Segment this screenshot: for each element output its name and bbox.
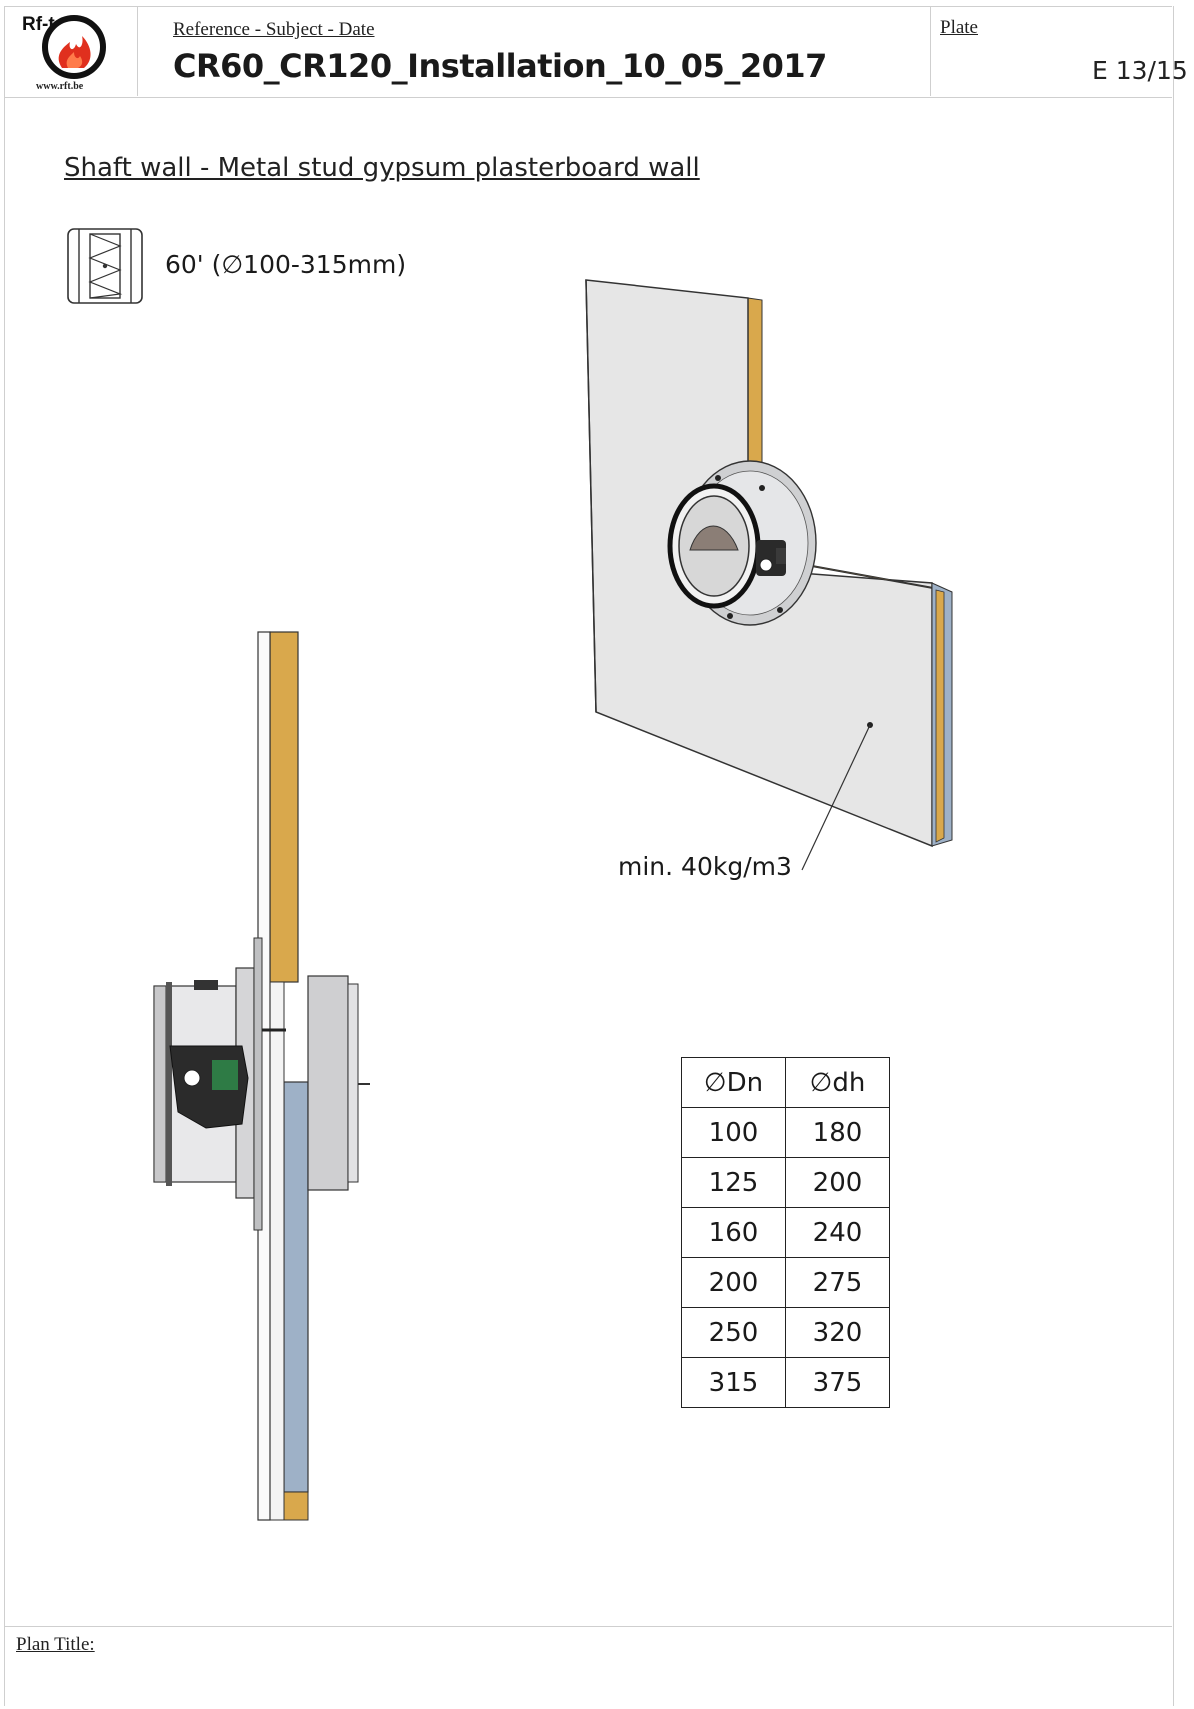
isometric-wall-view bbox=[585, 279, 953, 848]
table-row: 315 375 bbox=[681, 1357, 890, 1408]
table-row: 125 200 bbox=[681, 1157, 890, 1208]
table-row: 250 320 bbox=[681, 1307, 890, 1358]
table-cell: 125 bbox=[681, 1157, 786, 1208]
insulated-wall-icon bbox=[67, 228, 143, 304]
table-cell: 320 bbox=[785, 1307, 890, 1358]
fire-rating-text: 60' (∅100-315mm) bbox=[165, 250, 407, 279]
title-block bbox=[4, 6, 1172, 98]
table-row: 160 240 bbox=[681, 1207, 890, 1258]
plate-number: E 13/15 bbox=[1092, 56, 1188, 85]
table-cell: 100 bbox=[681, 1107, 786, 1158]
rft-logo-icon bbox=[42, 15, 106, 79]
density-label: min. 40kg/m3 bbox=[618, 852, 792, 881]
column-header: ∅dh bbox=[785, 1057, 890, 1108]
table-cell: 240 bbox=[785, 1207, 890, 1258]
column-header: ∅Dn bbox=[681, 1057, 786, 1108]
logo-url: www.rft.be bbox=[36, 81, 84, 92]
plate-label: Plate bbox=[940, 17, 978, 38]
table-cell: 250 bbox=[681, 1307, 786, 1358]
logo-text: Rf-t bbox=[22, 14, 55, 35]
dimension-table: ∅Dn ∅dh 100 180 125 200 160 240 200 275 … bbox=[681, 1057, 890, 1408]
table-cell: 275 bbox=[785, 1257, 890, 1308]
table-header-row: ∅Dn ∅dh bbox=[681, 1057, 890, 1108]
table-cell: 160 bbox=[681, 1207, 786, 1258]
title-block-divider bbox=[930, 6, 931, 96]
section-title: Shaft wall - Metal stud gypsum plasterbo… bbox=[64, 153, 700, 183]
table-cell: 200 bbox=[785, 1157, 890, 1208]
document-title: CR60_CR120_Installation_10_05_2017 bbox=[173, 47, 827, 85]
table-row: 200 275 bbox=[681, 1257, 890, 1308]
drawing-sheet bbox=[4, 6, 1174, 1706]
table-row: 100 180 bbox=[681, 1107, 890, 1158]
table-cell: 375 bbox=[785, 1357, 890, 1408]
table-cell: 200 bbox=[681, 1257, 786, 1308]
table-cell: 315 bbox=[681, 1357, 786, 1408]
plan-title-label: Plan Title: bbox=[16, 1634, 95, 1655]
footer-divider bbox=[4, 1626, 1172, 1627]
table-cell: 180 bbox=[785, 1107, 890, 1158]
title-block-divider bbox=[137, 6, 138, 96]
reference-label: Reference - Subject - Date bbox=[173, 19, 375, 40]
side-section-view bbox=[153, 631, 370, 1521]
